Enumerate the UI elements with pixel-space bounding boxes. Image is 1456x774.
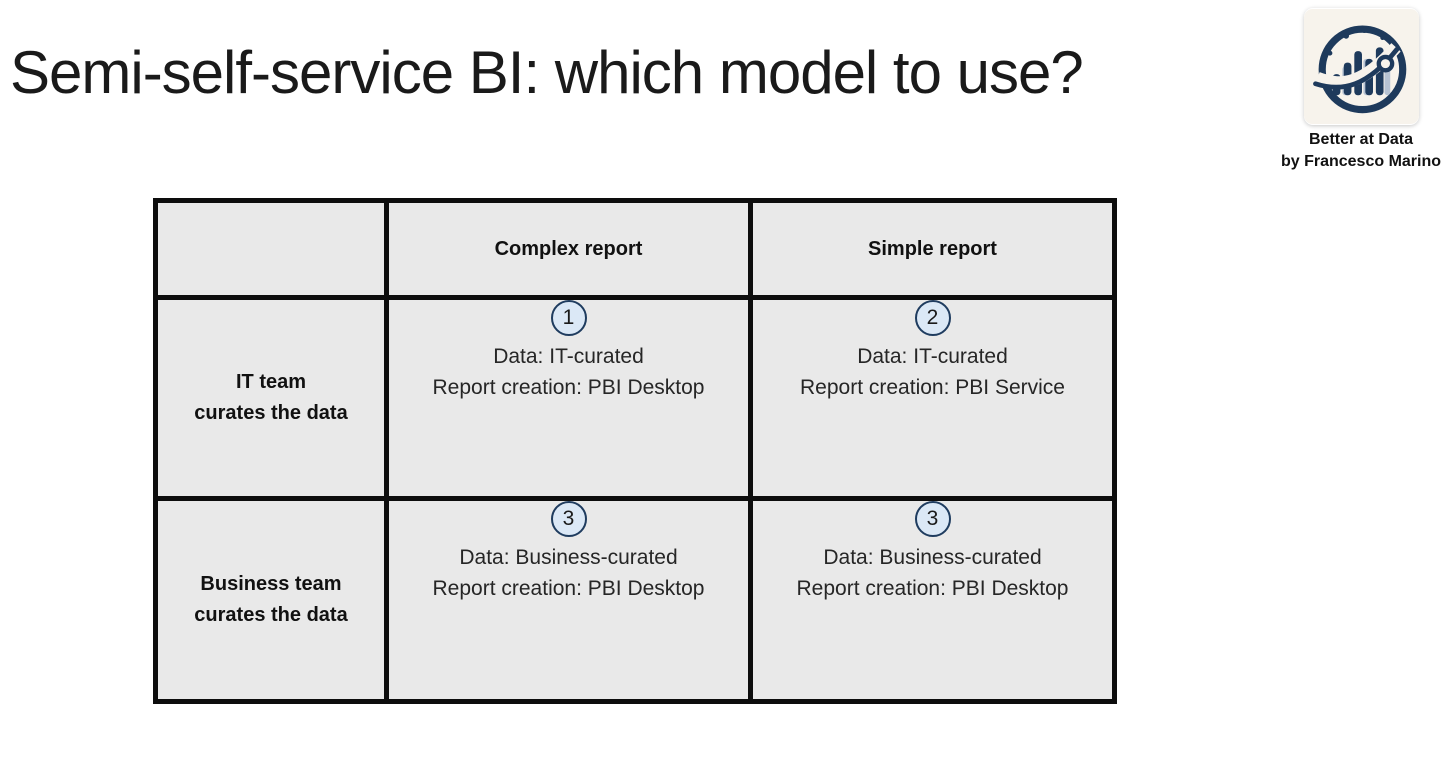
brand-name: Better at Data: [1308, 131, 1414, 148]
cell-data-line: Data: Business-curated: [459, 546, 678, 569]
cell-number-badge: 2: [914, 300, 951, 336]
brand-block: Better at Data by Francesco Marino: [1258, 6, 1456, 173]
row-header-line: curates the data: [194, 402, 348, 424]
matrix-cell-3-simple: 3 Data: Business-curated Report creation…: [748, 496, 1117, 704]
row-header-business-team: Business team curates the data: [153, 496, 389, 704]
matrix-cell-1: 1 Data: IT-curated Report creation: PBI …: [384, 295, 753, 501]
column-header-label: Complex report: [494, 237, 643, 260]
column-header-label: Simple report: [868, 237, 997, 260]
cell-report-line: Report creation: PBI Service: [800, 376, 1065, 399]
matrix-cell-2: 2 Data: IT-curated Report creation: PBI …: [748, 295, 1117, 501]
matrix-row-it-team: IT team curates the data 1 Data: IT-cura…: [153, 295, 1117, 501]
matrix-header-row: Complex report Simple report: [153, 198, 1117, 300]
column-header-simple-report: Simple report: [748, 198, 1117, 300]
matrix-row-business-team: Business team curates the data 3 Data: B…: [153, 496, 1117, 704]
cell-report-line: Report creation: PBI Desktop: [432, 577, 705, 600]
brand-byline: by Francesco Marino: [1280, 153, 1442, 170]
cell-data-line: Data: Business-curated: [823, 546, 1042, 569]
matrix-empty-corner: [153, 198, 389, 300]
row-header-line: Business team: [200, 573, 342, 595]
cell-number-badge: 3: [550, 501, 587, 537]
cell-report-line: Report creation: PBI Desktop: [796, 577, 1069, 600]
row-header-line: IT team: [235, 371, 307, 393]
column-header-complex-report: Complex report: [384, 198, 753, 300]
row-header-it-team: IT team curates the data: [153, 295, 389, 501]
cell-number-badge: 3: [914, 501, 951, 537]
better-at-data-logo-icon: [1303, 9, 1419, 124]
matrix-cell-3-complex: 3 Data: Business-curated Report creation…: [384, 496, 753, 704]
cell-data-line: Data: IT-curated: [857, 345, 1008, 368]
row-header-line: curates the data: [194, 604, 348, 626]
cell-data-line: Data: IT-curated: [493, 345, 644, 368]
cell-number-badge: 1: [550, 300, 587, 336]
decision-matrix: Complex report Simple report IT team cur…: [153, 198, 1117, 704]
page-title: Semi-self-service BI: which model to use…: [10, 39, 1084, 106]
cell-report-line: Report creation: PBI Desktop: [432, 376, 705, 399]
